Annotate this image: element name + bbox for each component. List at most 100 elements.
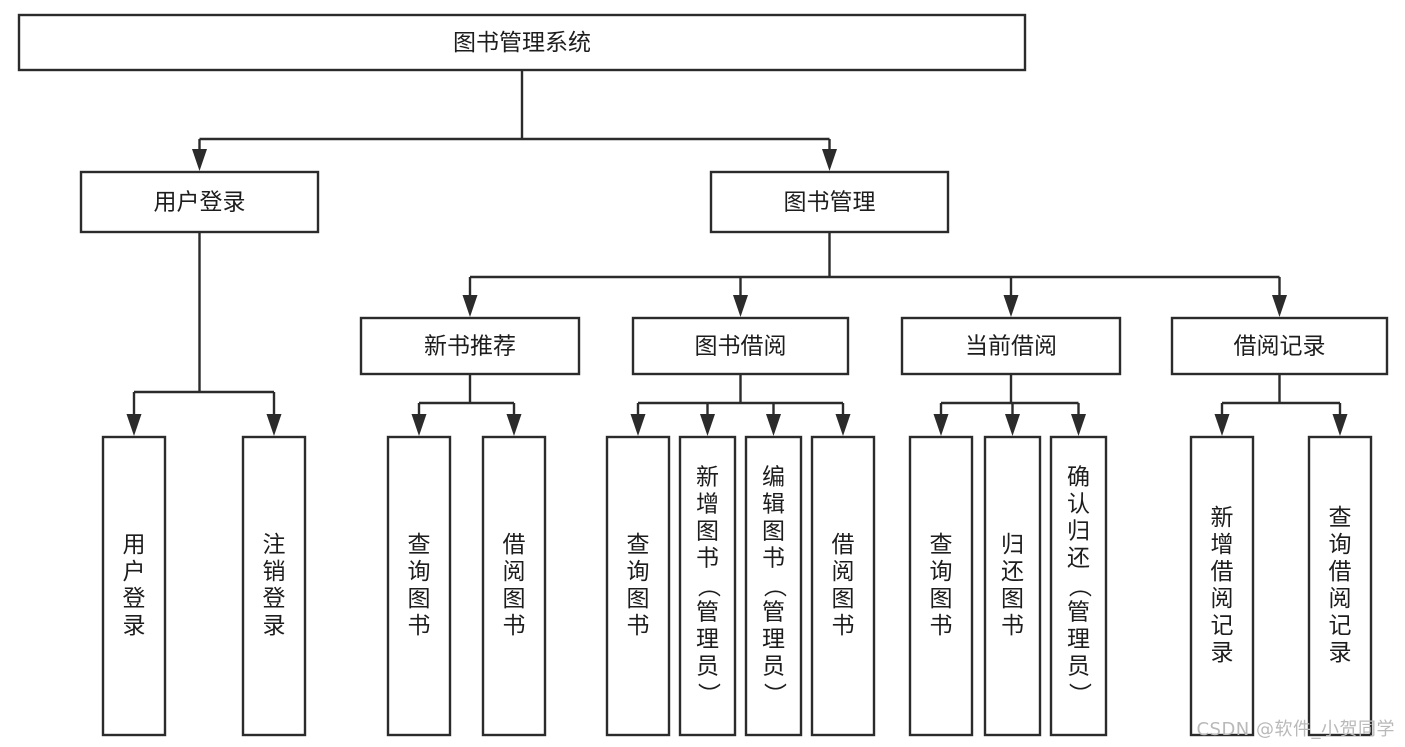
node-label-char: 查 <box>627 532 650 558</box>
node-label-char: 销 <box>263 559 286 585</box>
node-box-leaf-add-book[interactable] <box>678 435 737 737</box>
node-label-char: 阅 <box>1211 586 1234 612</box>
node-label-char: 认 <box>1067 492 1090 518</box>
node-label-char: 图 <box>696 519 719 545</box>
node-leaf-query-book-1[interactable]: 查询图书查询图书 <box>386 435 452 737</box>
node-label-char: 确 <box>1067 465 1090 491</box>
arrow-head-icon <box>266 414 282 436</box>
node-label-book-manage: 图书管理 <box>784 190 876 216</box>
node-label-char: 阅 <box>1329 586 1352 612</box>
node-box-leaf-return-book[interactable] <box>983 435 1042 737</box>
node-label-char: 登 <box>263 586 286 612</box>
arrow-head-icon <box>462 295 478 317</box>
node-box-book-borrow[interactable] <box>631 316 850 376</box>
node-label-char: 图 <box>408 586 431 612</box>
node-label-char: 查 <box>930 532 953 558</box>
node-leaf-add-record[interactable]: 新增借阅记录新增借阅记录 <box>1189 435 1255 737</box>
node-label-char: 询 <box>930 559 953 585</box>
node-label-char: 图 <box>762 519 785 545</box>
node-label-char: 管 <box>762 600 785 626</box>
node-label-char: 记 <box>1211 613 1234 639</box>
node-label-new-book-rec: 新书推荐 <box>424 334 516 360</box>
node-user-login[interactable]: 用户登录 <box>79 170 320 234</box>
node-box-root[interactable] <box>17 13 1027 72</box>
node-box-leaf-query-record[interactable] <box>1307 435 1373 737</box>
arrow-head-icon <box>506 414 522 436</box>
node-label-char: （ <box>695 575 721 598</box>
arrow-head-icon <box>630 414 646 436</box>
node-box-current-borrow[interactable] <box>900 316 1122 376</box>
node-borrow-record[interactable]: 借阅记录 <box>1170 316 1389 376</box>
arrow-head-icon <box>1214 414 1230 436</box>
node-label-char: （ <box>1066 575 1092 598</box>
node-box-leaf-logout[interactable] <box>241 435 307 737</box>
node-box-leaf-query-book-3[interactable] <box>908 435 974 737</box>
node-current-borrow[interactable]: 当前借阅 <box>900 316 1122 376</box>
node-label-char: 书 <box>832 613 855 639</box>
arrow-head-icon <box>822 149 837 171</box>
node-book-borrow[interactable]: 图书借阅 <box>631 316 850 376</box>
node-leaf-query-book-2[interactable]: 查询图书查询图书 <box>605 435 671 737</box>
node-label-char: 询 <box>627 559 650 585</box>
node-box-leaf-borrow-book-2[interactable] <box>810 435 876 737</box>
node-box-leaf-edit-book[interactable] <box>744 435 803 737</box>
node-box-leaf-user-login[interactable] <box>101 435 167 737</box>
csdn-watermark: CSDN @软件_小贺同学 <box>1196 719 1395 740</box>
node-label-current-borrow: 当前借阅 <box>965 334 1057 360</box>
node-leaf-return-book[interactable]: 归还图书归还图书 <box>983 435 1042 737</box>
node-label-char: ） <box>695 683 721 706</box>
node-label-char: 书 <box>930 613 953 639</box>
node-label-book-borrow: 图书借阅 <box>695 334 787 360</box>
node-label-char: 理 <box>696 627 719 653</box>
node-label-char: 增 <box>1211 532 1234 558</box>
node-leaf-query-book-3[interactable]: 查询图书查询图书 <box>908 435 974 737</box>
node-label-char: ） <box>1066 683 1092 706</box>
node-box-book-manage[interactable] <box>709 170 950 234</box>
node-label-char: 书 <box>408 613 431 639</box>
node-box-leaf-query-book-2[interactable] <box>605 435 671 737</box>
node-box-new-book-rec[interactable] <box>359 316 581 376</box>
arrow-head-icon <box>1071 414 1086 436</box>
arrow-head-icon <box>1005 414 1020 436</box>
node-label-char: 借 <box>503 532 526 558</box>
node-label-char: ） <box>761 683 787 706</box>
node-label-char: 编 <box>762 465 785 491</box>
node-leaf-borrow-book-2[interactable]: 借阅图书借阅图书 <box>810 435 876 737</box>
node-label-char: 录 <box>1329 640 1352 666</box>
node-label-char: 管 <box>1067 600 1090 626</box>
node-box-leaf-confirm-return[interactable] <box>1049 435 1108 737</box>
node-box-leaf-borrow-book-1[interactable] <box>481 435 547 737</box>
node-label-char: 书 <box>627 613 650 639</box>
node-label-char: 理 <box>1067 627 1090 653</box>
node-label-borrow-record: 借阅记录 <box>1234 334 1326 360</box>
node-leaf-query-record[interactable]: 查询借阅记录查询借阅记录 <box>1307 435 1373 737</box>
node-book-manage[interactable]: 图书管理 <box>709 170 950 234</box>
node-label-char: 还 <box>1001 559 1024 585</box>
node-label-char: 图 <box>930 586 953 612</box>
node-box-borrow-record[interactable] <box>1170 316 1389 376</box>
node-box-leaf-query-book-1[interactable] <box>386 435 452 737</box>
node-label-char: 图 <box>503 586 526 612</box>
node-leaf-logout[interactable]: 注销登录注销登录 <box>241 435 307 737</box>
node-label-char: 新 <box>1211 505 1234 531</box>
node-label-user-login: 用户登录 <box>154 190 246 216</box>
node-label-char: 增 <box>696 492 719 518</box>
arrow-head-icon <box>835 414 851 436</box>
node-new-book-rec[interactable]: 新书推荐 <box>359 316 581 376</box>
node-label-char: 查 <box>408 532 431 558</box>
node-label-char: 书 <box>503 613 526 639</box>
node-label-char: 图 <box>832 586 855 612</box>
node-label-char: 阅 <box>832 559 855 585</box>
node-root[interactable]: 图书管理系统 <box>17 13 1027 72</box>
node-leaf-borrow-book-1[interactable]: 借阅图书借阅图书 <box>481 435 547 737</box>
node-box-leaf-add-record[interactable] <box>1189 435 1255 737</box>
node-leaf-user-login[interactable]: 用户登录用户登录 <box>101 435 167 737</box>
node-box-user-login[interactable] <box>79 170 320 234</box>
arrow-head-icon <box>766 414 781 436</box>
node-layer: 图书管理系统用户登录图书管理新书推荐图书借阅当前借阅借阅记录用户登录用户登录注销… <box>17 13 1389 737</box>
node-label-char: 登 <box>123 586 146 612</box>
